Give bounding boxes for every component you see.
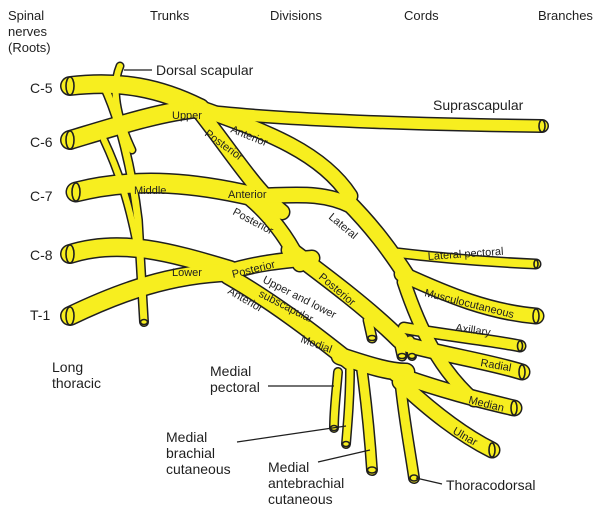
header-cords: Cords (404, 8, 439, 23)
lower-subscapular-cap-b (409, 354, 416, 359)
thoracodorsal-label: Thoracodorsal (446, 477, 536, 493)
root-label-c5: C-5 (30, 80, 53, 96)
c5-root-cap (66, 77, 74, 95)
medial-pectoral-line1: Medial (210, 363, 251, 379)
header-branches: Branches (538, 8, 593, 23)
thoracodorsal-leader (416, 478, 442, 484)
root-label-c8: C-8 (30, 247, 53, 263)
header-roots-line3: (Roots) (8, 40, 51, 55)
header-roots-line1: Spinal (8, 8, 44, 23)
medial-antebrachial-cutaneous-leader (318, 450, 370, 462)
medial-brachial-cutaneous-line1: Medial (166, 429, 207, 445)
root-label-c7: C-7 (30, 188, 53, 204)
long-thoracic-line2: thoracic (52, 375, 101, 391)
long-thoracic-line1: Long (52, 359, 83, 375)
medial-antebrachial-cutaneous-line1: Medial (268, 459, 309, 475)
root-label-t1: T-1 (30, 307, 50, 323)
root-label-c6: C-6 (30, 134, 53, 150)
c8-root-cap (66, 245, 74, 263)
medial-brachial-cutaneous-leader (237, 426, 346, 442)
medial-pectoral-line2: pectoral (210, 379, 260, 395)
medial-antebrachial-cutaneous-line2: antebrachial (268, 475, 344, 491)
median-cap (511, 401, 517, 415)
lower-subscapular-cap (398, 354, 406, 359)
medial-brachial-cutaneous-line3: cutaneous (166, 461, 231, 477)
trunk-middle-label: Middle (134, 185, 166, 197)
t1-root-cap (66, 307, 74, 325)
column-headers: Spinal nerves (Roots) Trunks Divisions C… (8, 8, 593, 55)
medial-brachial-cutaneous-nerve (346, 370, 350, 444)
ulnar-cap (489, 443, 495, 457)
trunk-upper-label: Upper (172, 110, 202, 122)
long-thoracic-cap (141, 320, 148, 325)
header-roots-line2: nerves (8, 24, 48, 39)
trunk-lower-label: Lower (172, 267, 202, 279)
medial-brachial-cutaneous-line2: brachial (166, 445, 215, 461)
suprascapular-cap (539, 120, 545, 132)
c6-root-cap (66, 131, 74, 149)
medial-antebrachial-cutaneous-cap (368, 467, 377, 473)
suprascapular-label: Suprascapular (433, 97, 524, 113)
division-anterior-middle: Anterior (228, 189, 267, 201)
medial-pectoral-nerve (334, 372, 338, 428)
dorsal-scapular-label: Dorsal scapular (156, 62, 254, 78)
nerve-network (66, 66, 545, 481)
lateral-cord (346, 200, 408, 278)
header-trunks: Trunks (150, 8, 190, 23)
root-labels: C-5 C-6 C-7 C-8 T-1 (30, 80, 53, 323)
medial-antebrachial-cutaneous-line3: cutaneous (268, 491, 333, 507)
header-divisions: Divisions (270, 8, 323, 23)
medial-brachial-cutaneous-cap (343, 442, 350, 447)
c7-root-cap (72, 183, 80, 201)
medial-antebrachial-cutaneous-nerve (362, 370, 372, 470)
lateral-pectoral-cap (534, 260, 538, 268)
musculocutaneous-cap (533, 309, 539, 323)
upper-subscapular-cap (368, 336, 376, 341)
radial-cap (519, 365, 525, 379)
axillary-cap (518, 341, 523, 351)
